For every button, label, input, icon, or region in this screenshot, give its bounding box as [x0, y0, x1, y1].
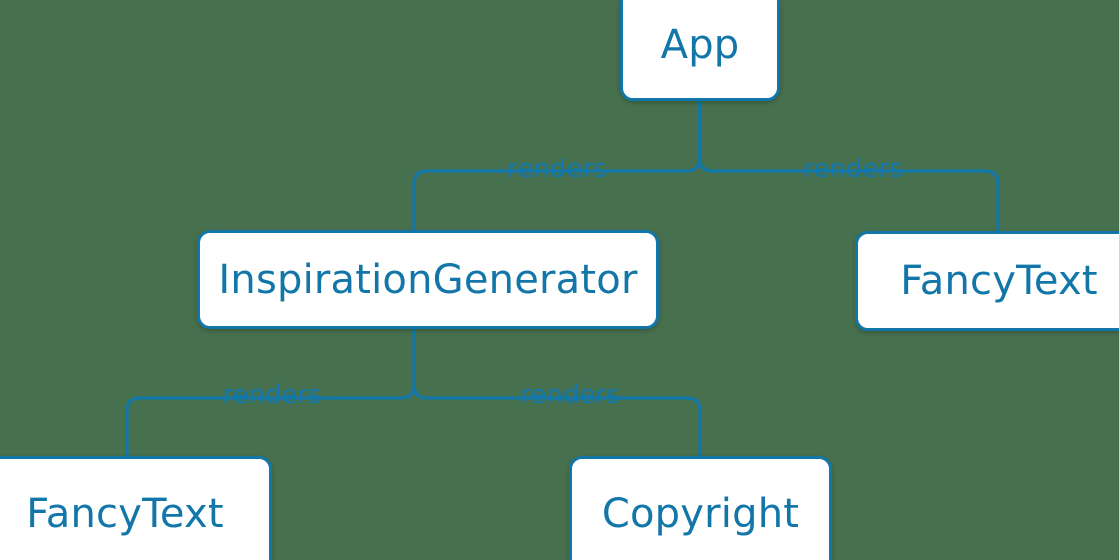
node-fancytext-right-label: FancyText [900, 258, 1098, 304]
edge-app-to-fancytext [697, 156, 1000, 233]
node-copyright[interactable]: Copyright [569, 456, 832, 560]
edge-label-app-to-inspiration: renders [507, 154, 607, 184]
node-copyright-label: Copyright [601, 491, 800, 537]
node-inspiration-generator-label: InspirationGenerator [218, 256, 638, 303]
node-app-label: App [660, 21, 740, 68]
edge-app-to-inspiration [412, 156, 702, 232]
node-fancytext-bottom[interactable]: FancyText [0, 456, 272, 560]
edge-inspiration-to-copyright [412, 383, 702, 459]
node-fancytext-right[interactable]: FancyText [855, 231, 1119, 331]
edge-label-inspiration-to-copyright: renders [520, 380, 620, 410]
node-fancytext-bottom-label: FancyText [26, 491, 224, 537]
node-inspiration-generator[interactable]: InspirationGenerator [197, 230, 659, 329]
edge-label-app-to-fancytext: renders [803, 154, 903, 184]
edge-label-inspiration-to-fancytext: renders [222, 380, 322, 410]
node-app[interactable]: App [620, 0, 780, 101]
edge-inspiration-to-fancytext [125, 383, 416, 459]
